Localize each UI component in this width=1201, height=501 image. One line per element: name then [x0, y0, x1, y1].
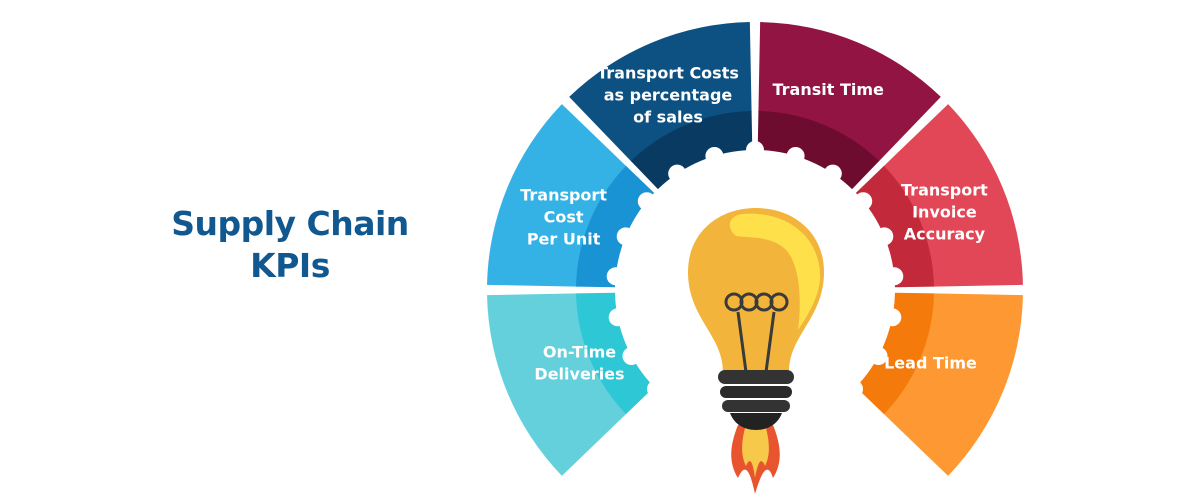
- label-line: of sales: [633, 108, 703, 127]
- label-transit-time: Transit Time: [773, 80, 885, 99]
- segment-lead-time: [883, 293, 1023, 476]
- title-line-2: KPIs: [250, 246, 330, 285]
- segment-transit-time: [758, 22, 941, 162]
- segment-transport-costs-percentage-of-sales: [569, 22, 752, 162]
- bulb-tip-icon: [730, 413, 782, 430]
- label-line: Cost: [544, 208, 584, 227]
- segment-inner-transport-invoice-accuracy: [855, 165, 934, 288]
- label-line: Transit Time: [773, 80, 885, 99]
- segment-inner-transport-cost-per-unit: [576, 165, 655, 288]
- label-line: Lead Time: [884, 354, 977, 373]
- label-line: Invoice: [912, 203, 977, 222]
- lightbulb-rocket-icon: [688, 208, 824, 494]
- kpi-segments: [487, 22, 1023, 476]
- bulb-base-ring-icon: [722, 400, 790, 412]
- label-line: Transport: [520, 186, 607, 205]
- segment-transport-invoice-accuracy: [883, 104, 1023, 287]
- segment-on-time-deliveries: [487, 293, 627, 476]
- segment-inner-transport-costs-percentage-of-sales: [630, 111, 753, 190]
- filament-icon: [724, 292, 789, 373]
- title-line-1: Supply Chain: [171, 204, 409, 243]
- bulb-base-icon: [718, 370, 794, 384]
- segment-inner-on-time-deliveries: [576, 292, 655, 415]
- label-transport-costs-percentage-of-sales: Transport Costs as percentage of sales: [597, 64, 739, 127]
- bulb-highlight-icon: [729, 213, 821, 330]
- flame-inner-icon: [742, 428, 769, 478]
- label-line: as percentage: [604, 86, 733, 105]
- label-line: On-Time: [543, 343, 616, 362]
- label-line: Transport Costs: [597, 64, 739, 83]
- label-line: Deliveries: [534, 365, 624, 384]
- segment-inner-lead-time: [855, 292, 934, 415]
- page-title: Supply Chain KPIs: [140, 203, 440, 287]
- label-line: Accuracy: [904, 225, 986, 244]
- segment-inner-transit-time: [757, 111, 880, 190]
- label-line: Transport: [901, 181, 988, 200]
- label-lead-time: Lead Time: [884, 354, 977, 373]
- segment-transport-cost-per-unit: [487, 104, 627, 287]
- bulb-base-ring-icon: [720, 386, 792, 398]
- label-line: Per Unit: [527, 230, 601, 249]
